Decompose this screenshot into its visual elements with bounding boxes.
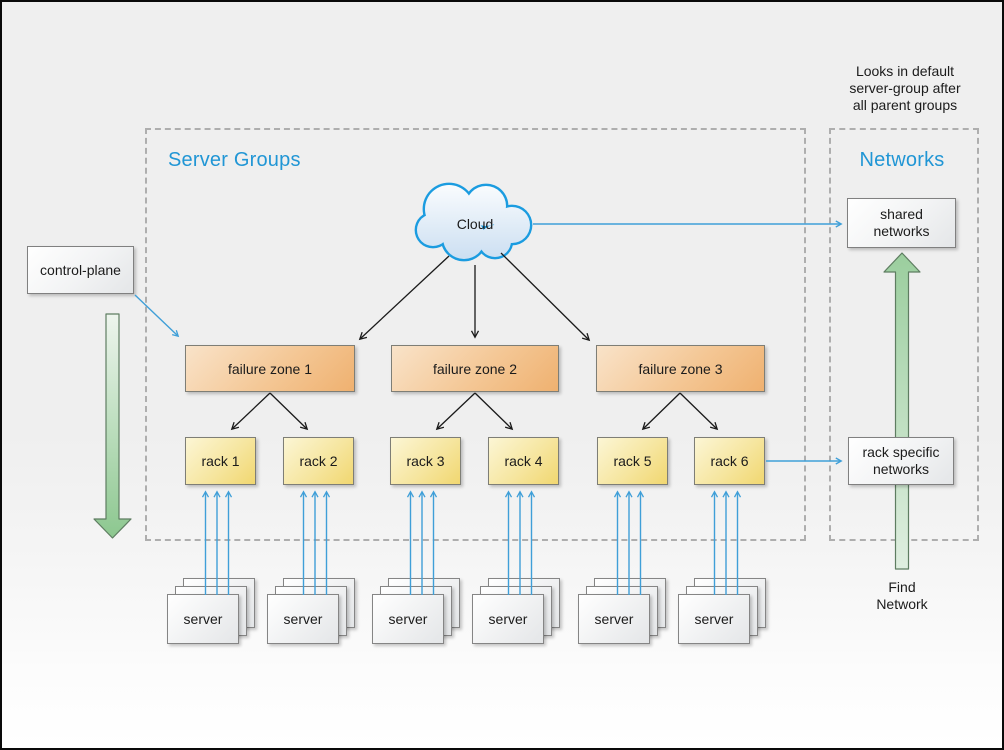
control-plane-to-zone1-arrow [134, 294, 180, 338]
rack-5-box: rack 5 [597, 437, 668, 485]
cloud-shape [414, 182, 533, 262]
server-stack-2: server [267, 578, 355, 644]
zone3-to-rack6-arrow [679, 392, 719, 431]
servers-to-rack4-arrows [504, 490, 536, 595]
lookup-note: Looks in default server-group after all … [849, 63, 961, 113]
cloud-to-zone3-arrow [500, 252, 591, 342]
failure-zone-2-box: failure zone 2 [391, 345, 559, 392]
server-label: server [694, 611, 734, 627]
zone3-to-rack5-arrow [641, 392, 681, 431]
shared-networks-box: shared networks [847, 198, 956, 248]
rack-2-label: rack 2 [299, 453, 338, 469]
rack-1-label: rack 1 [201, 453, 240, 469]
shared-networks-label: shared networks [873, 206, 930, 239]
rack-3-box: rack 3 [390, 437, 461, 485]
networks-title: Networks [859, 149, 945, 171]
server-label: server [388, 611, 428, 627]
server-card-front: server [678, 594, 750, 644]
server-card-front: server [372, 594, 444, 644]
failure-zone-3-box: failure zone 3 [596, 345, 765, 392]
control-plane-box: control-plane [27, 246, 134, 294]
server-card-front: server [267, 594, 339, 644]
server-groups-title: Server Groups [168, 149, 301, 171]
server-label: server [283, 611, 323, 627]
rack-specific-networks-box: rack specific networks [848, 437, 954, 485]
zone1-to-rack2-arrow [269, 392, 309, 431]
failure-zone-2-label: failure zone 2 [432, 360, 518, 377]
server-stack-1: server [167, 578, 255, 644]
servers-to-rack1-arrows [201, 490, 233, 595]
server-stack-6: server [678, 578, 766, 644]
failure-zone-3-label: failure zone 3 [638, 360, 723, 377]
rack-5-label: rack 5 [613, 453, 652, 469]
rack-4-box: rack 4 [488, 437, 559, 485]
rack-1-box: rack 1 [185, 437, 256, 485]
servers-to-rack6-arrows [710, 490, 742, 595]
find-network-label: Find Network [876, 579, 928, 612]
failure-zone-1-box: failure zone 1 [185, 345, 355, 392]
rack-6-label: rack 6 [710, 453, 749, 469]
control-plane-flow-down-arrow [93, 313, 132, 539]
rack-6-box: rack 6 [694, 437, 765, 485]
control-plane-label: control-plane [40, 262, 121, 278]
servers-to-rack3-arrows [406, 490, 438, 595]
rack-3-label: rack 3 [406, 453, 445, 469]
zone2-to-rack3-arrow [435, 392, 476, 431]
server-card-front: server [472, 594, 544, 644]
server-stack-3: server [372, 578, 460, 644]
find-network-flow-up-arrow [883, 252, 921, 570]
server-stack-5: server [578, 578, 666, 644]
zone2-to-rack4-arrow [474, 392, 514, 431]
server-label: server [488, 611, 528, 627]
cloud-label: Cloud [456, 216, 494, 232]
rack-specific-networks-label: rack specific networks [862, 444, 940, 477]
cloud-to-zone1-arrow [358, 255, 450, 341]
rack-2-box: rack 2 [283, 437, 354, 485]
server-card-front: server [167, 594, 239, 644]
server-card-front: server [578, 594, 650, 644]
failure-zone-1-label: failure zone 1 [227, 360, 313, 377]
zone1-to-rack1-arrow [230, 392, 271, 431]
server-label: server [594, 611, 634, 627]
server-groups-container [145, 128, 806, 541]
servers-to-rack5-arrows [613, 490, 645, 595]
rack-4-label: rack 4 [504, 453, 543, 469]
servers-to-rack2-arrows [299, 490, 331, 595]
server-label: server [183, 611, 223, 627]
server-stack-4: server [472, 578, 560, 644]
